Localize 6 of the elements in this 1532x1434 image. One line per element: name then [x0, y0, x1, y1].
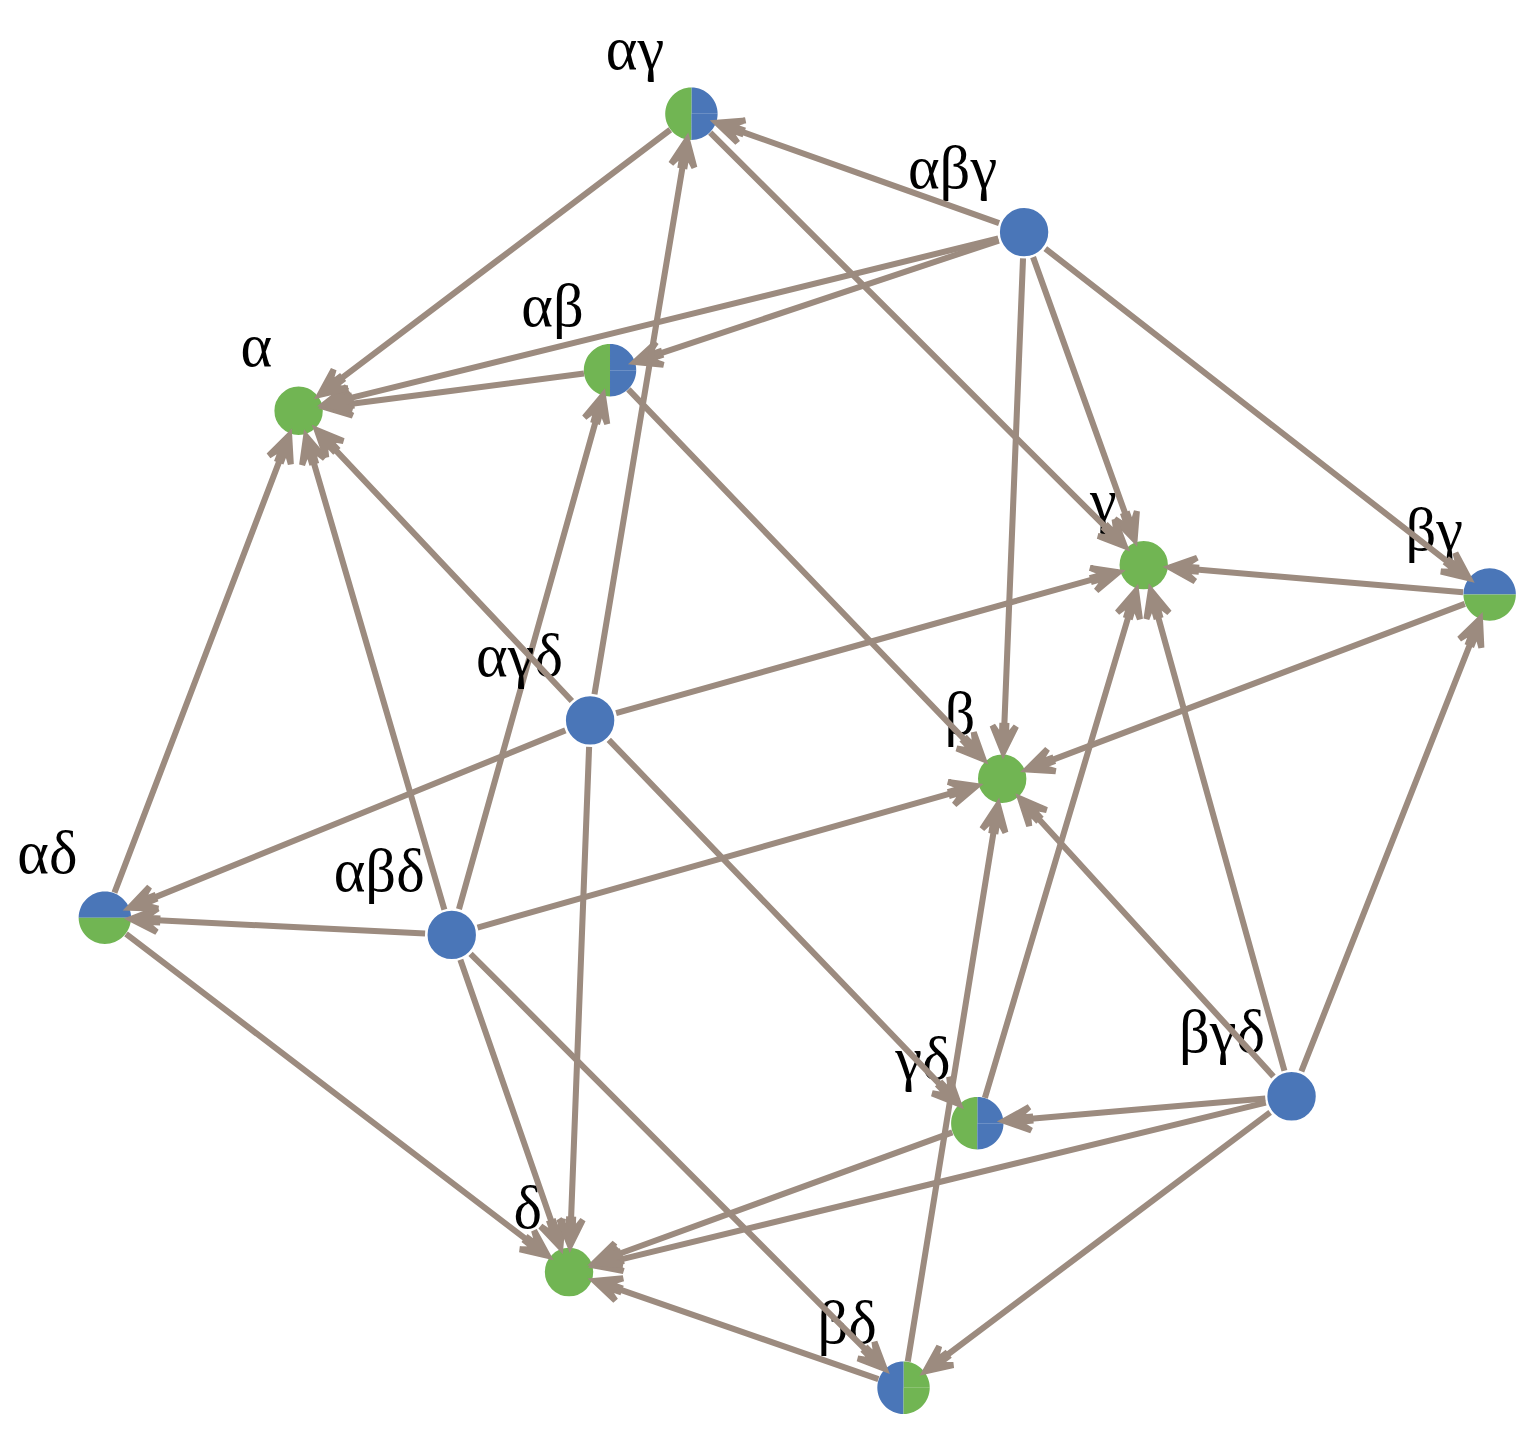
node-label: αβγ [907, 133, 998, 201]
node-label: αγ [605, 14, 665, 82]
node-label: αδ [17, 818, 78, 886]
node-label: αβ [521, 271, 584, 339]
node-label: α [240, 311, 273, 379]
node-label: αβδ [333, 836, 425, 904]
